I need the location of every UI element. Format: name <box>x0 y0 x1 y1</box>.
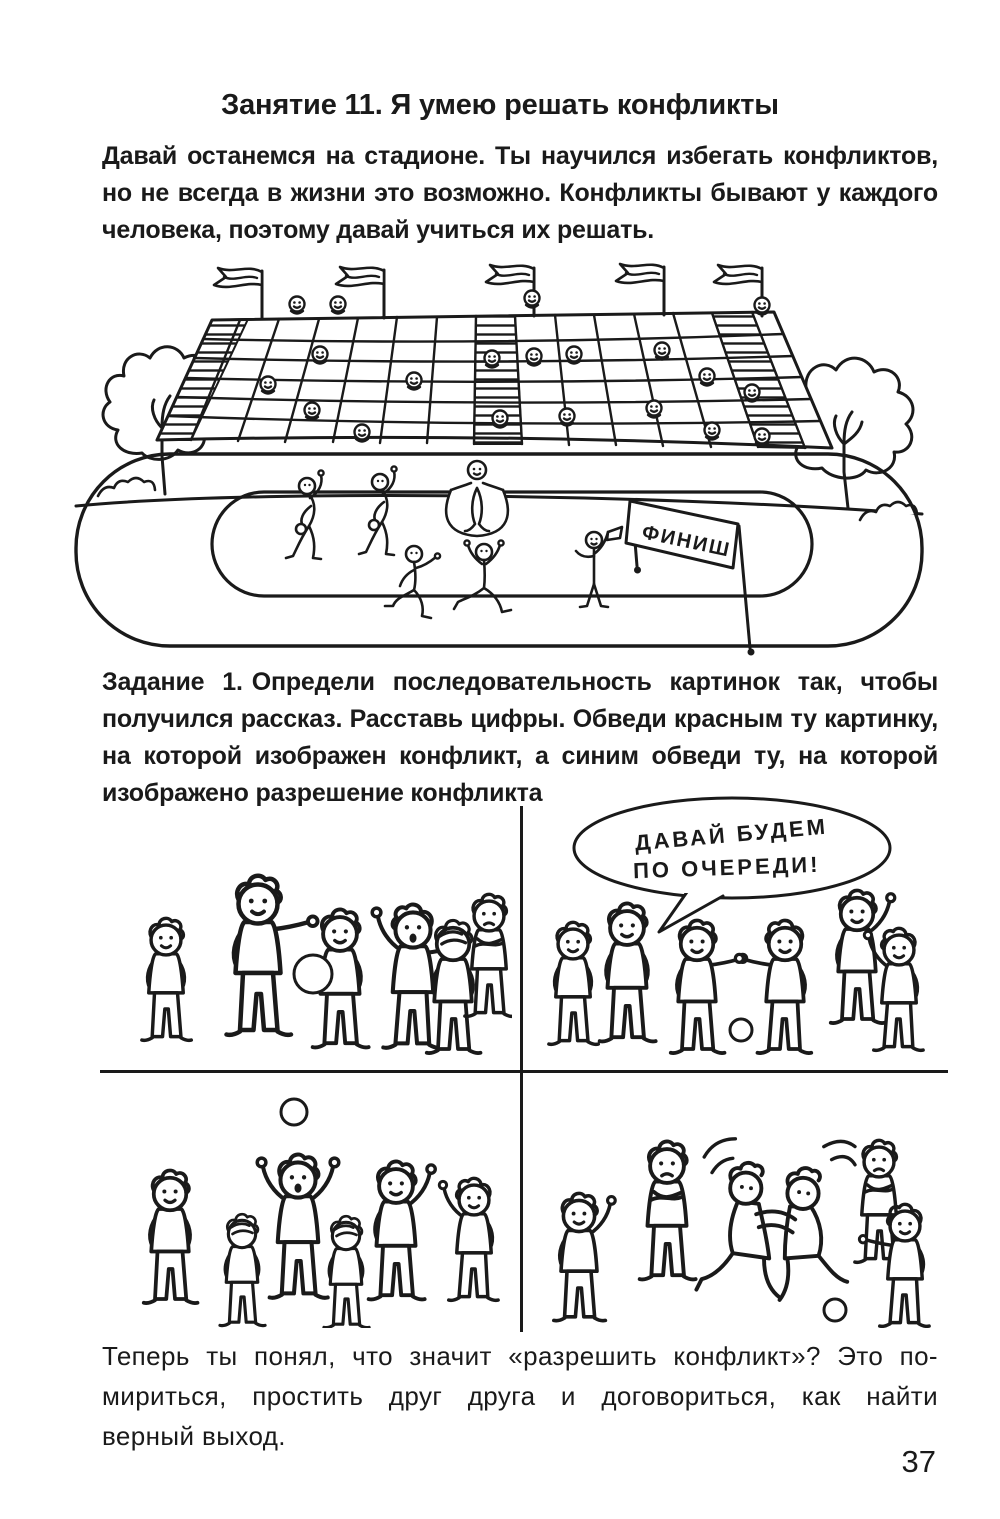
task-line: Определи последовательность картинок так… <box>251 668 938 696</box>
fighting-kids <box>694 1136 857 1302</box>
outro-line: мириться, простить друг друга и договори… <box>102 1381 938 1411</box>
picture-agreement: ДАВАЙ БУДЕМ ПО ОЧЕРЕДИ! <box>527 796 953 1068</box>
intro-paragraph: Давай останемся на стадионе. Ты научился… <box>102 138 938 249</box>
jump-rope-figure <box>444 459 510 538</box>
picture-fight <box>527 1136 953 1328</box>
grandstand <box>155 310 834 450</box>
task-line: получился рассказ. Расставь цифры. Обвед… <box>102 705 938 733</box>
grid-horizontal-divider <box>100 1070 948 1073</box>
outro-line: верный выход. <box>102 1421 286 1451</box>
stadium-illustration: ФИНИШ <box>74 262 924 656</box>
picture-happy-play <box>108 1097 512 1328</box>
finish-banner: ФИНИШ <box>624 499 755 656</box>
task-instruction: Задание 1. Определи последовательность ка… <box>102 664 938 812</box>
ball-icon <box>822 1297 848 1323</box>
picture-conflict-argue <box>108 812 512 1068</box>
speech-bubble: ДАВАЙ БУДЕМ ПО ОЧЕРЕДИ! <box>572 796 892 934</box>
running-track <box>74 452 924 648</box>
task-line: изображено разрешение конфликта <box>102 779 543 807</box>
runner-figure <box>452 539 513 614</box>
ball-icon <box>728 1017 754 1043</box>
intro-line: Давай останемся на стадионе. Ты научился… <box>102 142 938 170</box>
ball-icon <box>279 1097 309 1127</box>
intro-line: но не всегда в жизни это возможно. Конфл… <box>102 179 938 207</box>
page-number: 37 <box>901 1444 936 1479</box>
ball-icon <box>292 953 334 995</box>
task-label: Задание 1. <box>102 668 243 696</box>
page-title: Занятие 11. Я умею решать конфликты <box>221 89 779 122</box>
warmup-figure <box>284 469 325 561</box>
intro-line: человека, поэтому давай учиться их решат… <box>102 216 655 244</box>
bush-icon <box>96 476 157 498</box>
bush-icon <box>858 500 919 522</box>
task-line: на которой изображен конфликт, а синим о… <box>102 742 938 770</box>
outro-paragraph: Теперь ты понял, что значит «разрешить к… <box>102 1336 938 1456</box>
grid-vertical-divider <box>520 806 523 1332</box>
runner-figure <box>383 544 442 620</box>
outro-line: Теперь ты понял, что значит «разрешить к… <box>102 1341 938 1371</box>
warmup-figure <box>357 465 398 557</box>
